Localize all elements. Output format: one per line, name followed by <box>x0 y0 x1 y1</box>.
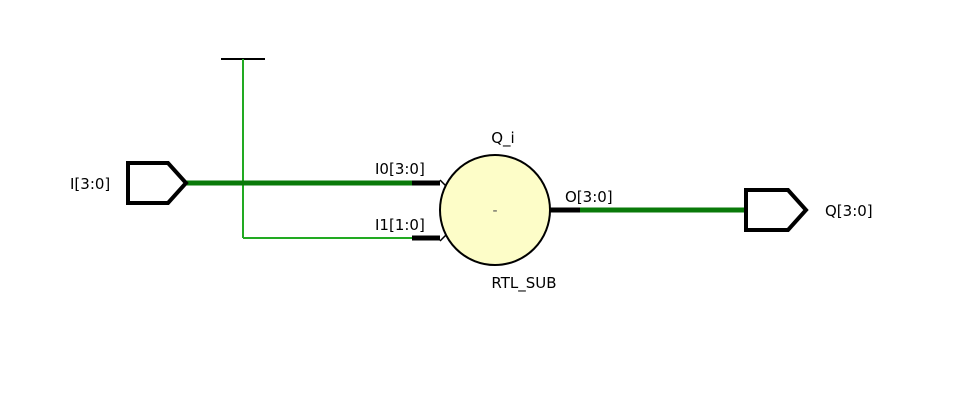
output-port-label: Q[3:0] <box>825 202 873 220</box>
power-net-symbol[interactable] <box>221 58 412 239</box>
cell-body[interactable] <box>439 154 551 266</box>
input-port[interactable]: I[3:0] <box>70 161 189 205</box>
pin-i1-tick <box>439 234 447 242</box>
input-port-label: I[3:0] <box>70 175 110 193</box>
output-port-shape[interactable] <box>744 188 809 232</box>
pin-o-label: O[3:0] <box>565 188 613 206</box>
cell-operator-symbol: - <box>492 203 497 219</box>
cell-type-name: RTL_SUB <box>491 274 556 293</box>
rtl-sub-cell[interactable]: - Q_i RTL_SUB I0[3:0] I1[1:0] O[3:0] <box>375 129 613 293</box>
pin-i0-label: I0[3:0] <box>375 160 425 178</box>
cell-instance-name: Q_i <box>491 129 514 148</box>
pin-i1-label: I1[1:0] <box>375 216 425 234</box>
input-port-shape[interactable] <box>126 161 189 205</box>
output-port[interactable]: Q[3:0] <box>744 188 873 232</box>
